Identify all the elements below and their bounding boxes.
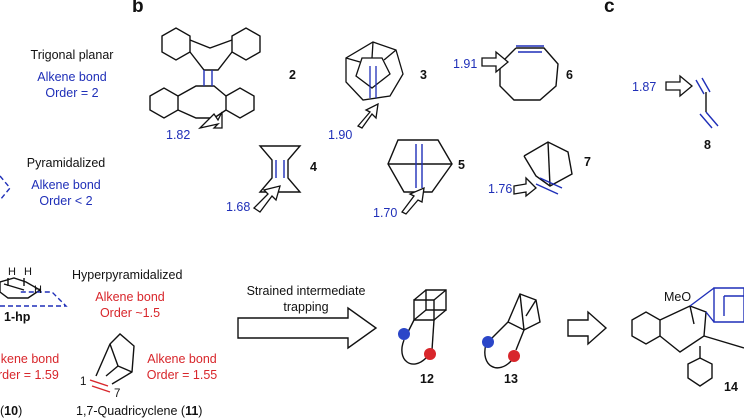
value-2: 1.82 bbox=[166, 128, 191, 142]
arrow-8 bbox=[665, 74, 694, 98]
label-partial-alkene-bond: lkene bond bbox=[0, 352, 60, 366]
molecule-7 bbox=[523, 141, 573, 195]
molecule-5 bbox=[387, 139, 453, 193]
label-compound-10: (10) bbox=[0, 404, 23, 418]
atom-red-12 bbox=[424, 348, 436, 360]
compound-11-name: 1,7-Quadricyclene ( bbox=[76, 404, 186, 418]
label-trigonal-planar: Trigonal planar bbox=[30, 48, 114, 62]
atom-label-7: 7 bbox=[114, 388, 121, 400]
hp-h2: H bbox=[24, 266, 32, 278]
label-order-lt2: Order < 2 bbox=[39, 194, 93, 208]
value-8: 1.87 bbox=[632, 80, 657, 94]
atom-blue-12 bbox=[398, 328, 410, 340]
compound-11-number: 11 bbox=[185, 404, 199, 418]
label-partial-order: rder = 1.59 bbox=[0, 368, 59, 382]
label-alkene-bond-2: Alkene bond bbox=[31, 178, 101, 192]
pyramidal-marker bbox=[0, 175, 11, 201]
label-strained-intermediate: Strained intermediate bbox=[246, 284, 366, 298]
compound-5: 5 bbox=[458, 158, 465, 172]
label-meo: MeO bbox=[664, 290, 692, 304]
label-hyperpyramidalized: Hyperpyramidalized bbox=[72, 268, 183, 282]
value-6: 1.91 bbox=[453, 57, 478, 71]
arrow-4 bbox=[252, 185, 281, 213]
compound-6: 6 bbox=[566, 68, 573, 82]
trapping-arrow bbox=[237, 306, 378, 350]
label-order-1-5: Order ~1.5 bbox=[99, 306, 161, 320]
molecule-4 bbox=[258, 145, 302, 193]
compound-7: 7 bbox=[584, 155, 591, 169]
label-order-2: Order = 2 bbox=[45, 86, 99, 100]
panel-label-b: b bbox=[132, 0, 144, 17]
value-5: 1.70 bbox=[373, 206, 398, 220]
arrow-2 bbox=[197, 111, 223, 130]
arrow-to-14 bbox=[567, 310, 608, 346]
value-7: 1.76 bbox=[488, 182, 513, 196]
molecule-1hp bbox=[0, 277, 42, 299]
hp-h1: H bbox=[8, 266, 16, 278]
molecule-8 bbox=[695, 77, 719, 129]
compound-10-number: 10 bbox=[4, 404, 19, 418]
atom-blue-13 bbox=[482, 336, 494, 348]
hp-plane bbox=[0, 291, 68, 307]
label-1hp: 1-hp bbox=[4, 310, 31, 324]
label-trapping: trapping bbox=[283, 300, 329, 314]
molecule-2 bbox=[149, 27, 261, 119]
compound-3: 3 bbox=[420, 68, 427, 82]
value-3: 1.90 bbox=[328, 128, 353, 142]
compound-13: 13 bbox=[504, 372, 518, 386]
label-alkene-bond-red: Alkene bond bbox=[95, 290, 165, 304]
compound-14: 14 bbox=[724, 380, 738, 394]
label-alkene-bond: Alkene bond bbox=[37, 70, 107, 84]
panel-label-c: c bbox=[604, 0, 615, 17]
molecule-13 bbox=[484, 293, 541, 369]
hp-h3: H bbox=[34, 284, 42, 296]
atom-label-1: 1 bbox=[80, 376, 87, 388]
molecule-3 bbox=[345, 41, 404, 101]
molecule-14 bbox=[631, 287, 744, 387]
arrow-5 bbox=[401, 186, 425, 215]
molecule-6 bbox=[499, 45, 559, 101]
compound-8: 8 bbox=[704, 138, 711, 152]
molecule-12 bbox=[401, 289, 447, 365]
compound-12: 12 bbox=[420, 372, 434, 386]
molecule-11 bbox=[89, 333, 135, 393]
label-pyramidalized: Pyramidalized bbox=[26, 156, 106, 170]
label-alkene-bond-11: Alkene bond bbox=[147, 352, 217, 366]
compound-2: 2 bbox=[289, 68, 296, 82]
arrow-3 bbox=[356, 102, 379, 129]
label-order-1-55: Order = 1.55 bbox=[146, 368, 218, 382]
arrow-6 bbox=[481, 50, 510, 74]
compound-4: 4 bbox=[310, 160, 317, 174]
arrow-7 bbox=[513, 176, 537, 198]
label-compound-11: 1,7-Quadricyclene (11) bbox=[76, 404, 203, 418]
atom-red-13 bbox=[508, 350, 520, 362]
value-4: 1.68 bbox=[226, 200, 251, 214]
